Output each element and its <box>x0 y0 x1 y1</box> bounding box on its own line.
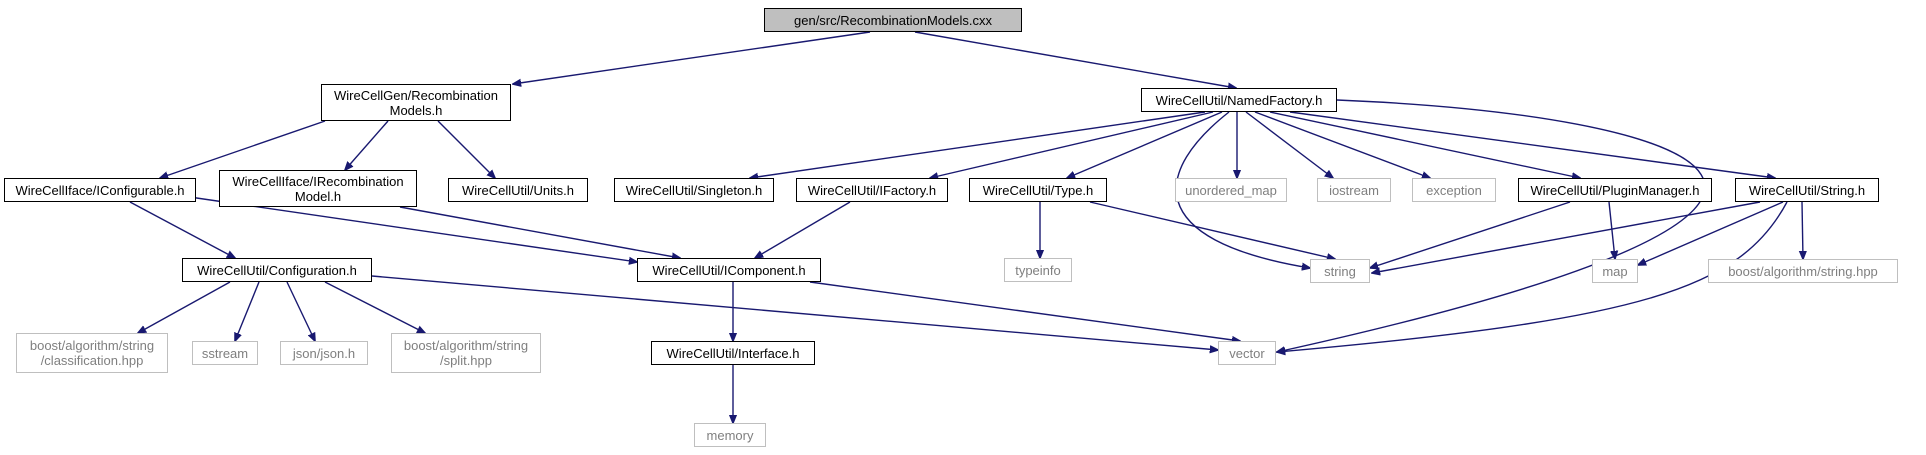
node-label: vector <box>1229 345 1265 361</box>
dependency-edge <box>1089 201 1335 259</box>
node-label: exception <box>1426 182 1482 198</box>
node-boost-classification-hpp: boost/algorithm/string/classification.hp… <box>16 333 168 373</box>
dependency-edge <box>1638 201 1784 265</box>
node-memory: memory <box>694 423 766 447</box>
dependency-edge <box>755 201 851 258</box>
node-singleton-h[interactable]: WireCellUtil/Singleton.h <box>614 178 774 202</box>
node-configuration-h[interactable]: WireCellUtil/Configuration.h <box>182 258 372 282</box>
node-json-json-h: json/json.h <box>280 341 368 365</box>
node-label: WireCellUtil/Interface.h <box>666 345 800 361</box>
node-units-h[interactable]: WireCellUtil/Units.h <box>448 178 588 202</box>
node-ifactory-h[interactable]: WireCellUtil/IFactory.h <box>796 178 948 202</box>
dependency-edge <box>1370 201 1571 268</box>
node-label: WireCellUtil/IComponent.h <box>652 262 806 278</box>
dependency-edge <box>1802 201 1803 259</box>
node-sstream: sstream <box>192 341 258 365</box>
node-label: WireCellUtil/Units.h <box>462 182 574 198</box>
dependency-edge <box>160 120 326 178</box>
node-type-h[interactable]: WireCellUtil/Type.h <box>969 178 1107 202</box>
node-label: WireCellUtil/NamedFactory.h <box>1155 92 1323 108</box>
node-label: string <box>1324 263 1356 279</box>
node-plugin-manager-h[interactable]: WireCellUtil/PluginManager.h <box>1518 178 1712 202</box>
node-label: map <box>1602 263 1628 279</box>
node-label: WireCellUtil/Configuration.h <box>197 262 357 278</box>
dependency-edge <box>1245 111 1333 178</box>
node-typeinfo: typeinfo <box>1004 258 1072 282</box>
node-label: boost/algorithm/string/classification.hp… <box>29 338 155 368</box>
node-iconfigurable-h[interactable]: WireCellIface/IConfigurable.h <box>4 178 196 202</box>
node-exception: exception <box>1412 178 1496 202</box>
node-interface-h[interactable]: WireCellUtil/Interface.h <box>651 341 815 365</box>
node-label: json/json.h <box>292 345 356 361</box>
node-named-factory-h[interactable]: WireCellUtil/NamedFactory.h <box>1141 88 1337 112</box>
dependency-edge <box>129 201 235 258</box>
dependency-edge <box>1067 111 1223 178</box>
node-string: string <box>1310 259 1370 283</box>
dependency-edge <box>513 31 871 84</box>
dependency-edge <box>914 31 1236 88</box>
dependency-edge <box>138 281 231 333</box>
node-map: map <box>1592 259 1638 283</box>
node-root-file: gen/src/RecombinationModels.cxx <box>764 8 1022 32</box>
dependency-edge <box>235 281 260 341</box>
node-label: sstream <box>201 345 249 361</box>
node-boost-split-hpp: boost/algorithm/string/split.hpp <box>391 333 541 373</box>
node-label: boost/algorithm/string.hpp <box>1728 263 1878 279</box>
dependency-edge <box>1254 111 1430 178</box>
node-label: boost/algorithm/string/split.hpp <box>403 338 529 368</box>
node-label: unordered_map <box>1185 182 1277 198</box>
dependency-edge <box>1269 111 1580 178</box>
dependency-edge <box>1608 201 1615 259</box>
node-string-h[interactable]: WireCellUtil/String.h <box>1735 178 1879 202</box>
dependency-edge <box>1372 201 1761 273</box>
dependency-edge <box>809 281 1240 341</box>
node-label: WireCellUtil/String.h <box>1748 182 1866 198</box>
node-label: WireCellIface/IConfigurable.h <box>15 182 185 198</box>
node-label: WireCellUtil/Singleton.h <box>625 182 763 198</box>
node-label: WireCellUtil/IFactory.h <box>807 182 937 198</box>
dependency-edge <box>371 275 1218 350</box>
node-vector: vector <box>1218 341 1276 365</box>
dependency-edge <box>1277 99 1706 352</box>
dependency-edge <box>345 120 389 170</box>
dependency-edge <box>286 281 315 341</box>
dependency-edge <box>437 120 495 178</box>
dependency-edge <box>930 111 1214 178</box>
node-iostream: iostream <box>1317 178 1391 202</box>
dependency-edge <box>399 206 680 258</box>
node-boost-algorithm-string-hpp: boost/algorithm/string.hpp <box>1708 259 1898 283</box>
node-label: typeinfo <box>1015 262 1061 278</box>
node-label: memory <box>706 427 754 443</box>
node-label: WireCellUtil/PluginManager.h <box>1530 182 1700 198</box>
node-label: gen/src/RecombinationModels.cxx <box>794 12 992 28</box>
node-unordered-map: unordered_map <box>1175 178 1287 202</box>
dependency-edge <box>1277 201 1788 352</box>
dependency-edge <box>324 281 425 333</box>
node-icomponent-h[interactable]: WireCellUtil/IComponent.h <box>637 258 821 282</box>
node-label: WireCellUtil/Type.h <box>982 182 1094 198</box>
node-label: iostream <box>1329 182 1379 198</box>
dependency-edge <box>750 111 1206 178</box>
